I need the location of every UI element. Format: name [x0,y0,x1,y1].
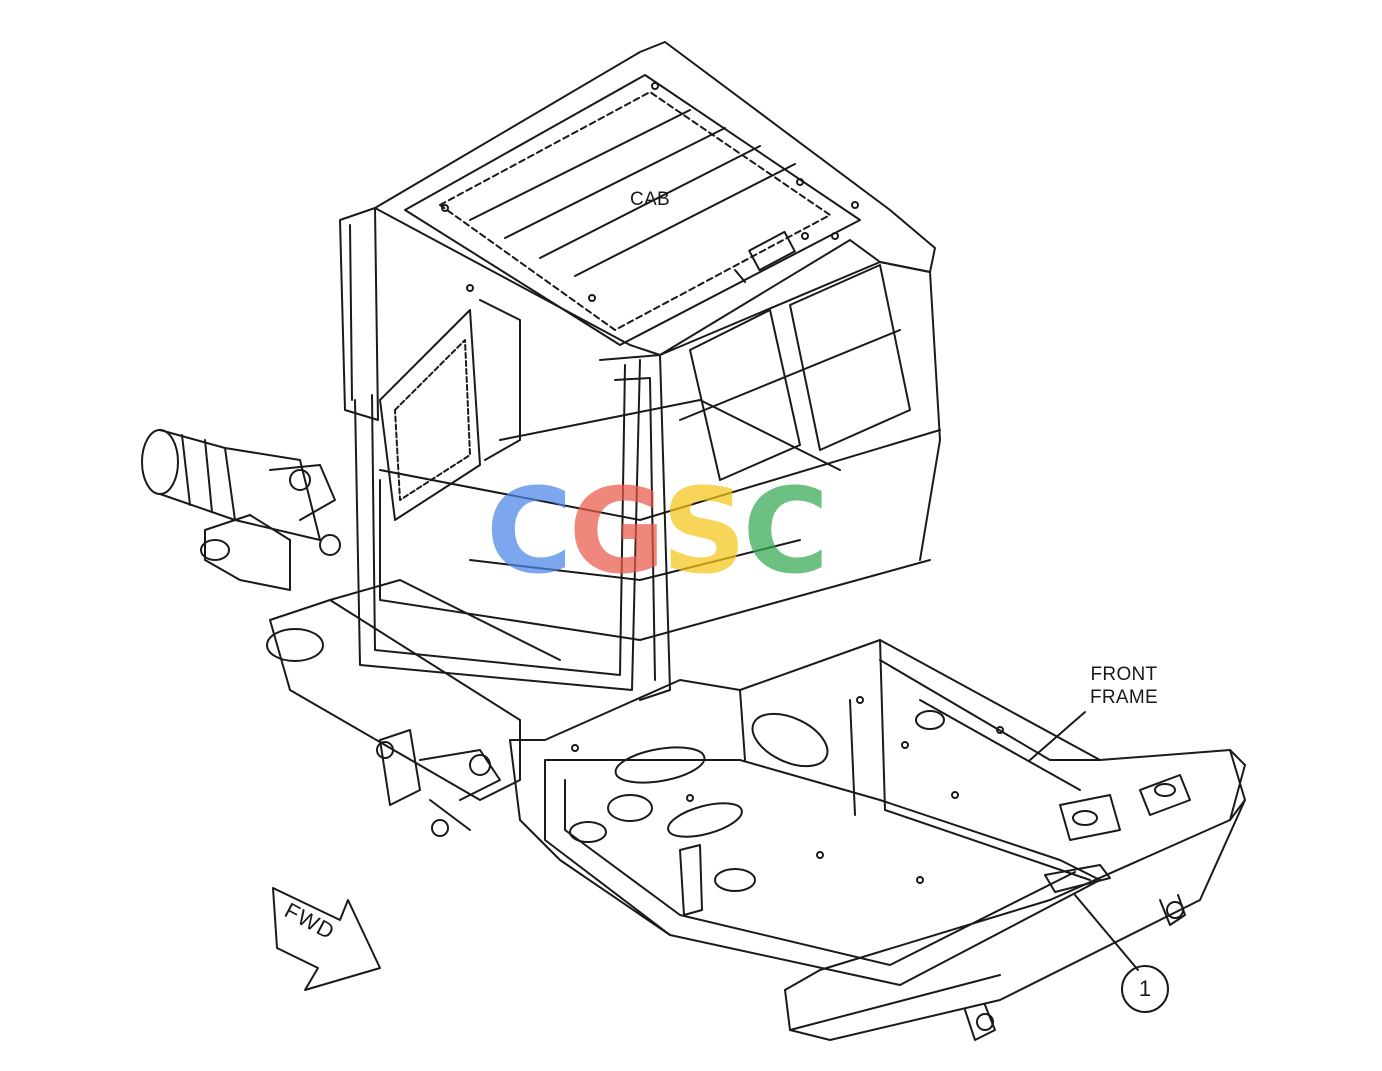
watermark-letter: S [661,462,746,600]
cab-drawing [339,41,941,701]
watermark-letter: G [568,462,666,600]
fwd-arrow-icon [272,887,381,991]
callout-1-number: 1 [1138,976,1152,1001]
cab-label: CAB [630,189,670,210]
rear-assembly-drawing [141,429,561,837]
watermark-letter: C [486,462,573,600]
callout-1-leader-line [1074,894,1139,971]
front-frame-label: FRONT FRAME [1070,663,1178,709]
front-frame-label-line-1: FRONT [1090,664,1158,685]
watermark-letter: C [742,462,829,600]
callout-1-circle [1121,965,1169,1013]
front-frame-label-line-2: FRAME [1090,687,1158,708]
front-frame-drawing [509,639,1246,1041]
watermark-logo: CGSC [486,462,906,600]
front-frame-leader-line [1029,711,1086,761]
